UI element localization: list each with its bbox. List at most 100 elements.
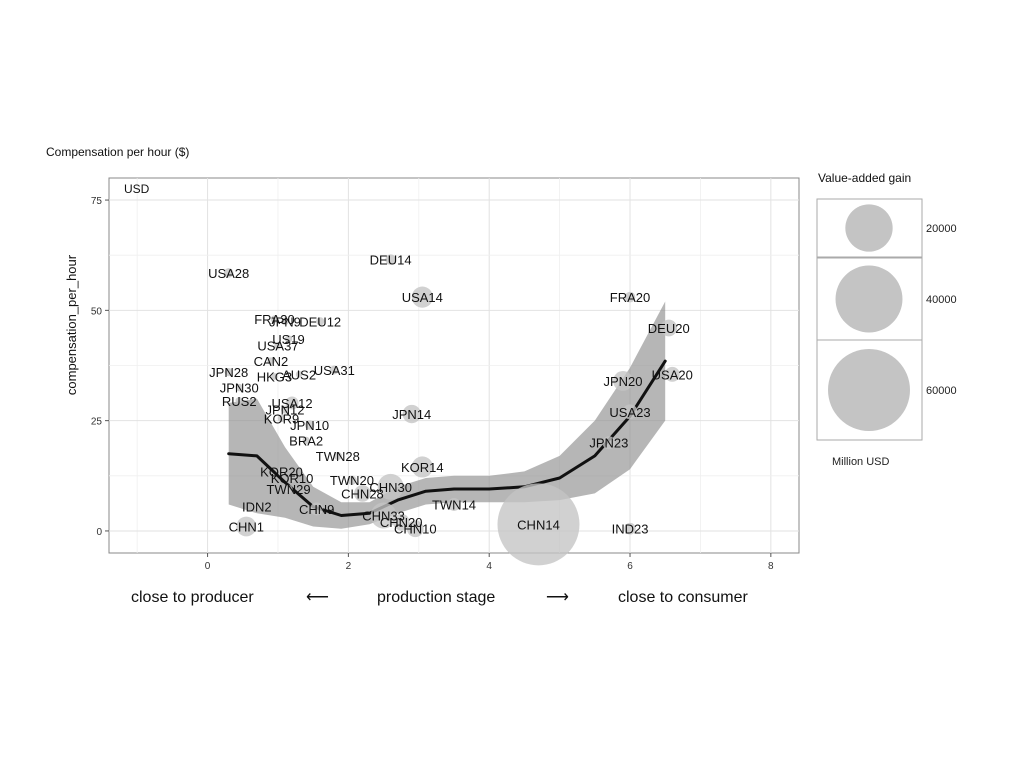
y-tick-label: 0 (96, 527, 102, 538)
bubble-fra30 (270, 315, 279, 323)
point-label-kor9: KOR9 (264, 411, 299, 426)
x-tick-label: 8 (768, 561, 774, 572)
point-label-twn14: TWN14 (432, 497, 476, 512)
legend-key-bubble (845, 204, 893, 252)
bubble-aus2 (295, 370, 303, 378)
y-axis-ticks: 0 25 50 75 (91, 196, 109, 538)
right-arrow-icon: ⟶ (546, 589, 569, 606)
point-label-chn20: CHN20 (380, 515, 423, 530)
point-label-deu14: DEU14 (370, 253, 412, 268)
legend-key-bubble (835, 265, 903, 333)
point-label-aus2: AUS2 (282, 367, 316, 382)
point-label-chn14: CHN14 (517, 517, 560, 532)
bubble-chn33 (370, 502, 397, 529)
bubble-twn28 (333, 451, 342, 461)
legend-title: Value-added gain (818, 171, 911, 185)
point-label-jpn10: JPN10 (290, 418, 329, 433)
point-label-fra20: FRA20 (610, 290, 650, 305)
legend-key-bubble (828, 349, 910, 431)
point-label-jpn12: JPN12 (266, 403, 305, 418)
point-label-chn30: CHN30 (369, 480, 412, 495)
point-label-chn10: CHN10 (394, 522, 437, 537)
bubble-chn28 (354, 485, 371, 502)
point-label-chn28: CHN28 (341, 486, 384, 501)
point-label-deu12: DEU12 (299, 314, 341, 329)
point-label-jpn28: JPN28 (209, 365, 248, 380)
bubble-bra2 (302, 436, 310, 445)
point-label-jpn9: JPN9 (269, 314, 301, 329)
bubble-twn29 (284, 484, 293, 494)
bubble-deu14 (385, 254, 396, 265)
chart-title: Compensation per hour ($) (46, 145, 189, 159)
point-label-rus2: RUS2 (222, 394, 257, 409)
point-label-fra30: FRA30 (254, 312, 294, 327)
point-label-bra2: BRA2 (289, 434, 323, 449)
point-label-usa31: USA31 (314, 363, 355, 378)
bubble-chn9 (310, 502, 324, 516)
bubble-jpn20 (613, 371, 633, 391)
legend-key-label: 20000 (926, 223, 957, 235)
bubble-kor10 (287, 473, 297, 483)
bubble-jpn30 (235, 383, 243, 392)
point-label-chn1: CHN1 (229, 520, 264, 535)
panel-label: USD (124, 182, 150, 196)
bubble-chn10 (406, 520, 424, 538)
y-tick-label: 75 (91, 196, 103, 207)
bubble-layer (223, 254, 680, 566)
bubble-usa31 (329, 365, 339, 375)
bubble-jpn14 (402, 404, 421, 424)
x-tick-label: 2 (346, 561, 352, 572)
bubble-jpn9 (281, 317, 289, 326)
production-stage-caption: close to producer ⟵ production stage ⟶ c… (131, 589, 749, 606)
x-tick-label: 6 (627, 561, 633, 572)
bubble-usa14 (411, 286, 433, 308)
bubble-kor14 (411, 456, 433, 478)
point-label-usa23: USA23 (609, 405, 650, 420)
legend-keys: 20000 40000 60000 (816, 198, 957, 441)
point-label-can2: CAN2 (254, 354, 289, 369)
bubble-deu20 (660, 319, 678, 337)
bubble-jpn10 (304, 420, 315, 430)
point-label-idn2: IDN2 (242, 500, 272, 515)
y-axis-title: compensation_per_hour (64, 254, 79, 395)
bubble-usa37 (274, 341, 282, 350)
bubble-deu12 (316, 317, 325, 326)
production-stage-label: production stage (377, 589, 495, 606)
size-legend: Value-added gain 20000 40000 60000 Million… (816, 171, 957, 468)
bubble-ind23 (624, 522, 636, 535)
y-tick-label: 25 (91, 417, 103, 428)
bubble-hkg3 (271, 373, 278, 380)
x-tick-label: 0 (205, 561, 211, 572)
bubble-rus2 (235, 397, 243, 405)
bubble-jpn28 (224, 368, 233, 377)
point-label-jpn20: JPN20 (603, 374, 642, 389)
bubble-chn14 (497, 483, 580, 566)
legend-caption: Million USD (832, 456, 890, 468)
y-tick-label: 50 (91, 306, 103, 317)
point-label-kor10: KOR10 (271, 471, 314, 486)
bubble-twn20 (347, 475, 357, 485)
bubble-can2 (267, 357, 275, 365)
point-label-jpn30: JPN30 (220, 381, 259, 396)
point-label-usa14: USA14 (402, 290, 443, 305)
bubble-idn2 (252, 501, 262, 512)
bubble-fra20 (624, 291, 636, 303)
point-label-usa28: USA28 (208, 266, 249, 281)
point-label-hkg3: HKG3 (257, 370, 292, 385)
point-label-usa12: USA12 (271, 396, 312, 411)
bubble-usa28 (223, 268, 234, 278)
bubble-kor9 (277, 414, 286, 423)
bubble-jpn23 (602, 436, 616, 450)
point-label-ind23: IND23 (612, 522, 649, 537)
legend-key-label: 60000 (926, 385, 957, 397)
legend-key-label: 40000 (926, 294, 957, 306)
left-arrow-icon: ⟵ (306, 589, 329, 606)
trend-ribbon-layer (227, 301, 667, 529)
bubble-usa12 (285, 396, 299, 410)
close-to-consumer-label: close to consumer (618, 589, 749, 606)
point-label-twn20: TWN20 (330, 473, 374, 488)
point-label-twn28: TWN28 (316, 449, 360, 464)
point-label-jpn14: JPN14 (392, 407, 431, 422)
